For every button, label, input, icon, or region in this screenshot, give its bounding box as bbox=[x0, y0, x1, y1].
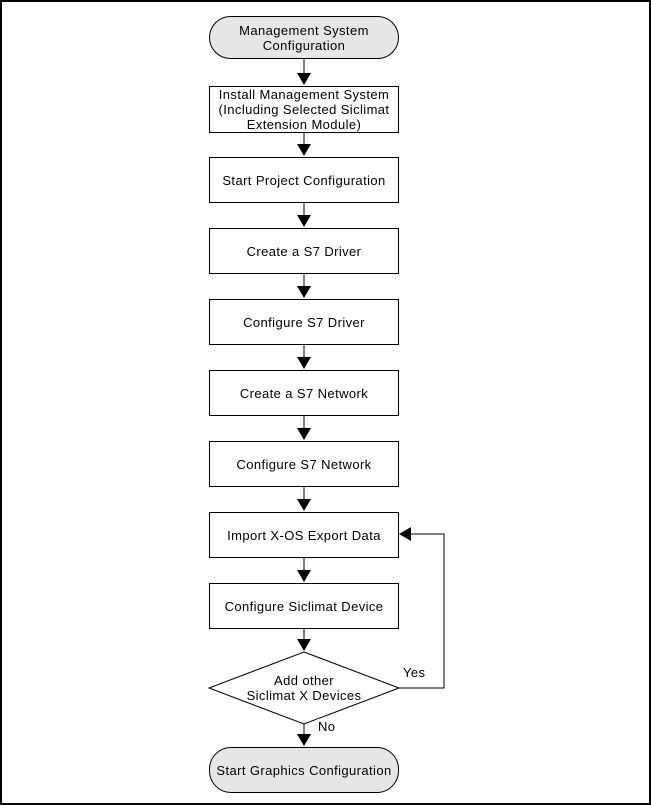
arrow-create-driver-to-configure-driver bbox=[297, 274, 311, 298]
process-import-x-os-export-data: Import X-OS Export Data bbox=[209, 512, 399, 558]
edge-label-yes: Yes bbox=[402, 665, 427, 680]
arrow-create-network-to-configure-network bbox=[297, 416, 311, 440]
arrow-configure-device-to-decision bbox=[297, 629, 311, 651]
process-create-s7-driver: Create a S7 Driver bbox=[209, 228, 399, 274]
terminator-management-system-configuration: Management System Configuration bbox=[209, 16, 399, 59]
arrow-decision-no-to-end bbox=[297, 724, 311, 746]
arrow-configure-network-to-import bbox=[297, 487, 311, 511]
edge-label-no: No bbox=[317, 719, 337, 734]
terminator-start-graphics-configuration: Start Graphics Configuration bbox=[209, 747, 399, 793]
process-create-s7-network: Create a S7 Network bbox=[209, 370, 399, 416]
process-configure-s7-network: Configure S7 Network bbox=[209, 441, 399, 487]
process-start-project-configuration: Start Project Configuration bbox=[209, 157, 399, 203]
arrow-configure-driver-to-create-network bbox=[297, 345, 311, 369]
process-configure-s7-driver: Configure S7 Driver bbox=[209, 299, 399, 345]
arrow-install-to-start-project bbox=[297, 133, 311, 156]
arrow-decision-yes-loop bbox=[399, 527, 445, 689]
process-configure-siclimat-device: Configure Siclimat Device bbox=[209, 583, 399, 629]
process-install-management-system: Install Management System (Including Sel… bbox=[209, 86, 399, 133]
decision-diamond-shape bbox=[207, 651, 401, 725]
arrow-start-project-to-create-driver bbox=[297, 203, 311, 227]
arrow-import-to-configure-device bbox=[297, 558, 311, 582]
arrow-start-to-install bbox=[297, 59, 311, 85]
